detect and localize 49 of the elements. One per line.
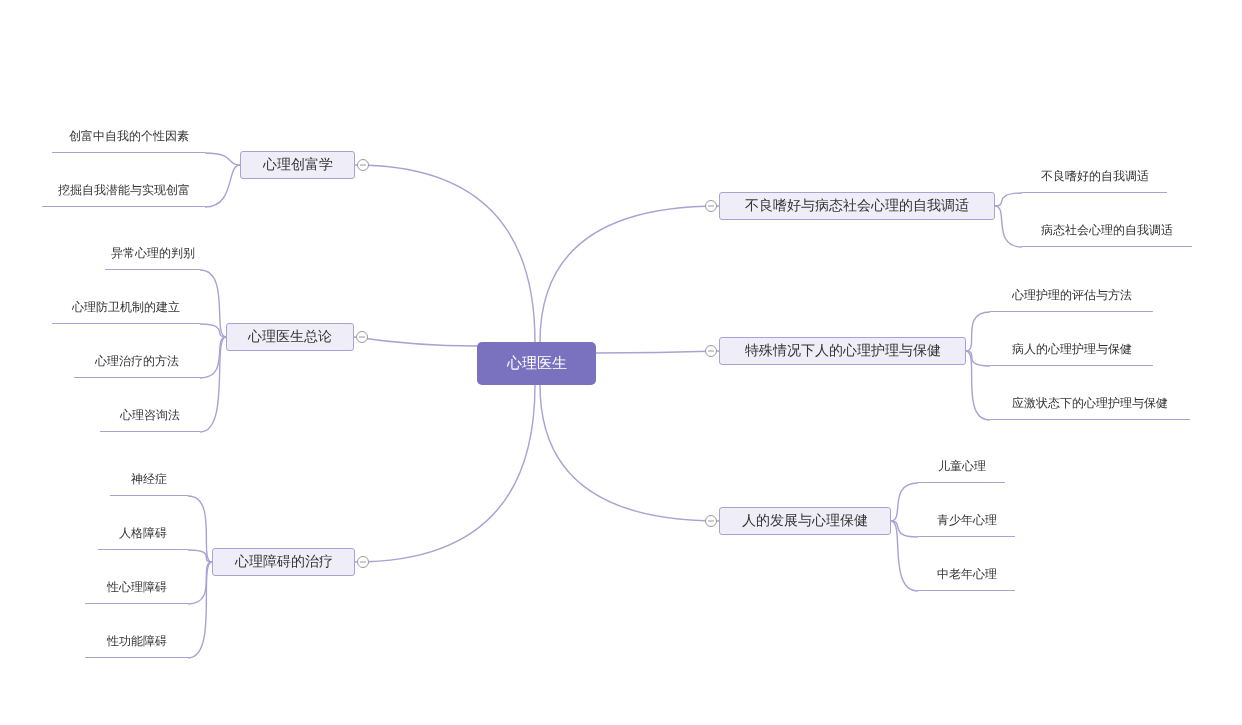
topic-box: 心理创富学 bbox=[240, 151, 355, 179]
connector-line bbox=[994, 192, 1023, 207]
connector-line bbox=[199, 336, 227, 379]
topic-box: 心理医生总论 bbox=[226, 323, 354, 351]
subtopic-label: 性功能障碍 bbox=[85, 631, 188, 658]
subtopic-label: 心理护理的评估与方法 bbox=[990, 285, 1153, 312]
connector-line bbox=[890, 482, 919, 522]
topic-box: 不良嗜好与病态社会心理的自我调适 bbox=[719, 192, 995, 220]
subtopic-label: 异常心理的判别 bbox=[105, 243, 200, 270]
connector-line bbox=[890, 520, 919, 592]
subtopic-label: 创富中自我的个性因素 bbox=[52, 126, 205, 153]
connector-line bbox=[354, 164, 536, 343]
connector-line bbox=[204, 164, 241, 208]
connector-line bbox=[187, 561, 213, 659]
connector-line bbox=[595, 350, 720, 354]
subtopic-label: 挖掘自我潜能与实现创富 bbox=[42, 180, 205, 207]
topic-box: 心理障碍的治疗 bbox=[212, 548, 355, 576]
subtopic-label: 神经症 bbox=[110, 469, 188, 496]
connector-line bbox=[199, 323, 227, 338]
topic-box: 人的发展与心理保健 bbox=[719, 507, 891, 535]
connector-line bbox=[890, 520, 919, 538]
connector-line bbox=[199, 336, 227, 433]
subtopic-label: 儿童心理 bbox=[918, 456, 1005, 483]
topic-box: 特殊情况下人的心理护理与保健 bbox=[719, 337, 966, 365]
connector-line bbox=[539, 384, 720, 522]
connector-line bbox=[187, 549, 213, 563]
connector-line bbox=[965, 350, 991, 421]
subtopic-label: 不良嗜好的自我调适 bbox=[1022, 166, 1167, 193]
subtopic-label: 病态社会心理的自我调适 bbox=[1022, 220, 1192, 247]
connector-line bbox=[965, 350, 991, 367]
connector-line bbox=[187, 495, 213, 563]
connector-line bbox=[354, 384, 536, 563]
subtopic-label: 心理防卫机制的建立 bbox=[52, 297, 200, 324]
subtopic-label: 心理咨询法 bbox=[100, 405, 200, 432]
connector-line bbox=[539, 205, 720, 343]
connector-line bbox=[353, 336, 478, 347]
subtopic-label: 应激状态下的心理护理与保健 bbox=[990, 393, 1190, 420]
connector-line bbox=[994, 205, 1023, 248]
subtopic-label: 心理治疗的方法 bbox=[74, 351, 200, 378]
subtopic-label: 性心理障碍 bbox=[85, 577, 188, 604]
central-topic-box: 心理医生 bbox=[477, 342, 596, 385]
connector-line bbox=[965, 311, 991, 352]
subtopic-label: 病人的心理护理与保健 bbox=[990, 339, 1153, 366]
connector-line bbox=[187, 561, 213, 605]
connector-line bbox=[204, 152, 241, 166]
subtopic-label: 中老年心理 bbox=[918, 564, 1015, 591]
subtopic-label: 人格障碍 bbox=[98, 523, 188, 550]
connector-line bbox=[199, 269, 227, 338]
subtopic-label: 青少年心理 bbox=[918, 510, 1015, 537]
